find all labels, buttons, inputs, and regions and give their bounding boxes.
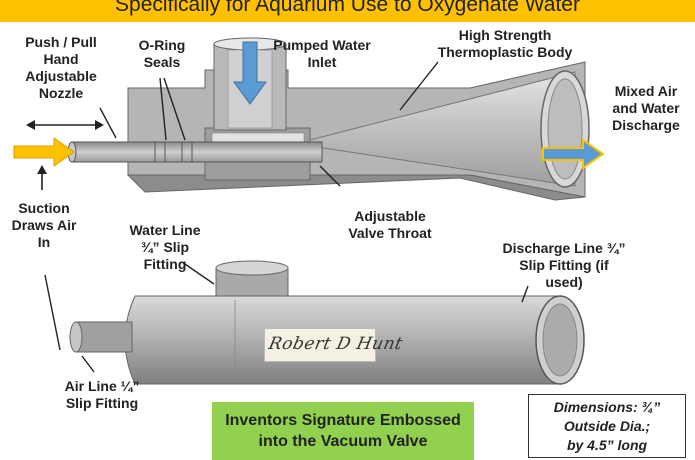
label-suction: Suction Draws Air In bbox=[11, 200, 77, 250]
banner-title: Specifically for Aquarium Use to Oxygena… bbox=[115, 0, 580, 16]
label-pumped-water-inlet: Pumped Water Inlet bbox=[273, 37, 371, 70]
signature-text: Robert D Hunt bbox=[266, 334, 405, 354]
label-mixed-discharge: Mixed Air and Water Discharge bbox=[612, 83, 680, 133]
water-inlet-arrow bbox=[233, 41, 267, 105]
leader-lines-bottom bbox=[44, 261, 529, 373]
dimensions-callout: Dimensions: ¾” Outside Dia.; by 4.5” lon… bbox=[528, 394, 686, 458]
embossed-signature-plate: Robert D Hunt bbox=[264, 328, 405, 362]
suction-pointer-arrow bbox=[37, 165, 47, 190]
label-water-line-fitting: Water Line ¾” Slip Fitting bbox=[129, 222, 201, 272]
emboss-note-callout: Inventors Signature Embossed into the Va… bbox=[212, 402, 474, 460]
label-valve-throat: Adjustable Valve Throat bbox=[348, 208, 432, 241]
air-suction-arrow bbox=[13, 137, 75, 167]
title-banner: Specifically for Aquarium Use to Oxygena… bbox=[0, 0, 695, 22]
label-discharge-line-fitting: Discharge Line ¾” Slip Fitting (if used) bbox=[502, 240, 626, 290]
push-pull-double-arrow bbox=[26, 120, 104, 130]
label-push-pull-nozzle: Push / Pull Hand Adjustable Nozzle bbox=[25, 34, 97, 101]
leader-lines-top bbox=[99, 61, 439, 187]
label-air-line-fitting: Air Line ¼” Slip Fitting bbox=[64, 378, 140, 411]
label-o-ring-seals: O-Ring Seals bbox=[138, 37, 186, 70]
label-thermoplastic-body: High Strength Thermoplastic Body bbox=[437, 27, 573, 60]
discharge-arrow bbox=[542, 138, 605, 170]
